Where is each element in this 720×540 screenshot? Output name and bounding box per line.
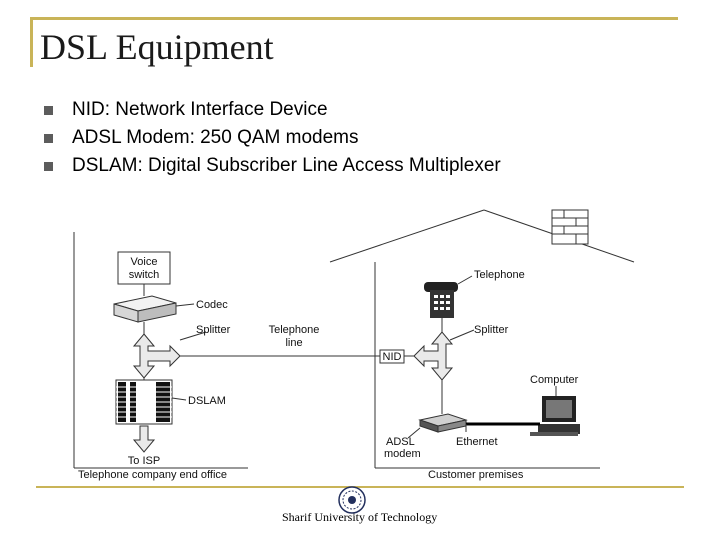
slide-title: DSL Equipment [40, 27, 274, 67]
title-frame-top [30, 17, 678, 20]
to-isp-label: To ISP [128, 455, 160, 467]
adsl-modem-icon [418, 413, 468, 433]
chimney-icon [551, 209, 589, 245]
bullet-list: NID: Network Interface Device ADSL Modem… [44, 96, 501, 180]
splitter-home-leader [449, 329, 475, 341]
university-seal-icon [338, 486, 366, 514]
adsl-modem-leader [407, 427, 421, 439]
adsl-modem-label-2: modem [384, 448, 421, 460]
dslam-leader [171, 397, 187, 401]
bullet-item-nid: NID: Network Interface Device [44, 96, 501, 124]
bullet-item-adsl-modem: ADSL Modem: 250 QAM modems [44, 124, 501, 152]
bullet-item-dslam: DSLAM: Digital Subscriber Line Access Mu… [44, 152, 501, 180]
telephone-line-label-1: Telephone [269, 324, 320, 336]
voice-switch-label-2: switch [129, 269, 160, 281]
dslam-icon [115, 379, 173, 425]
telephone-leader [457, 275, 473, 285]
nid-label: NID [383, 351, 402, 363]
office-splitter-icon [132, 333, 181, 379]
bullet-square-icon [44, 134, 53, 143]
splitter-office-label: Splitter [196, 324, 231, 336]
telephone-line-label-2: line [285, 337, 302, 349]
telephone-label: Telephone [474, 269, 525, 281]
footer-text: Sharif University of Technology [282, 510, 438, 524]
codec-label: Codec [196, 299, 228, 311]
nid-box: NID [379, 349, 405, 364]
codec-leader-line [175, 303, 195, 307]
bullet-square-icon [44, 162, 53, 171]
title-frame-left [30, 17, 33, 67]
telephone-icon [424, 282, 458, 318]
to-isp-arrow-icon [132, 425, 156, 453]
computer-icon [530, 396, 580, 436]
voice-switch: Voice switch [117, 251, 171, 296]
office-caption: Telephone company end office [78, 469, 227, 481]
home-splitter-icon [413, 331, 454, 381]
end-office-boundary [73, 232, 248, 469]
footer-rule [36, 486, 684, 488]
dslam-label: DSLAM [188, 395, 226, 407]
ethernet-label: Ethernet [456, 436, 498, 448]
customer-caption: Customer premises [428, 469, 524, 481]
voice-switch-label-1: Voice [131, 256, 158, 268]
codec-icon [113, 295, 177, 323]
adsl-modem-label-1: ADSL [386, 436, 415, 448]
house-outline [329, 209, 635, 469]
bullet-square-icon [44, 106, 53, 115]
splitter-home-label: Splitter [474, 324, 509, 336]
computer-label: Computer [530, 374, 579, 386]
splitter-office-leader [179, 331, 207, 341]
